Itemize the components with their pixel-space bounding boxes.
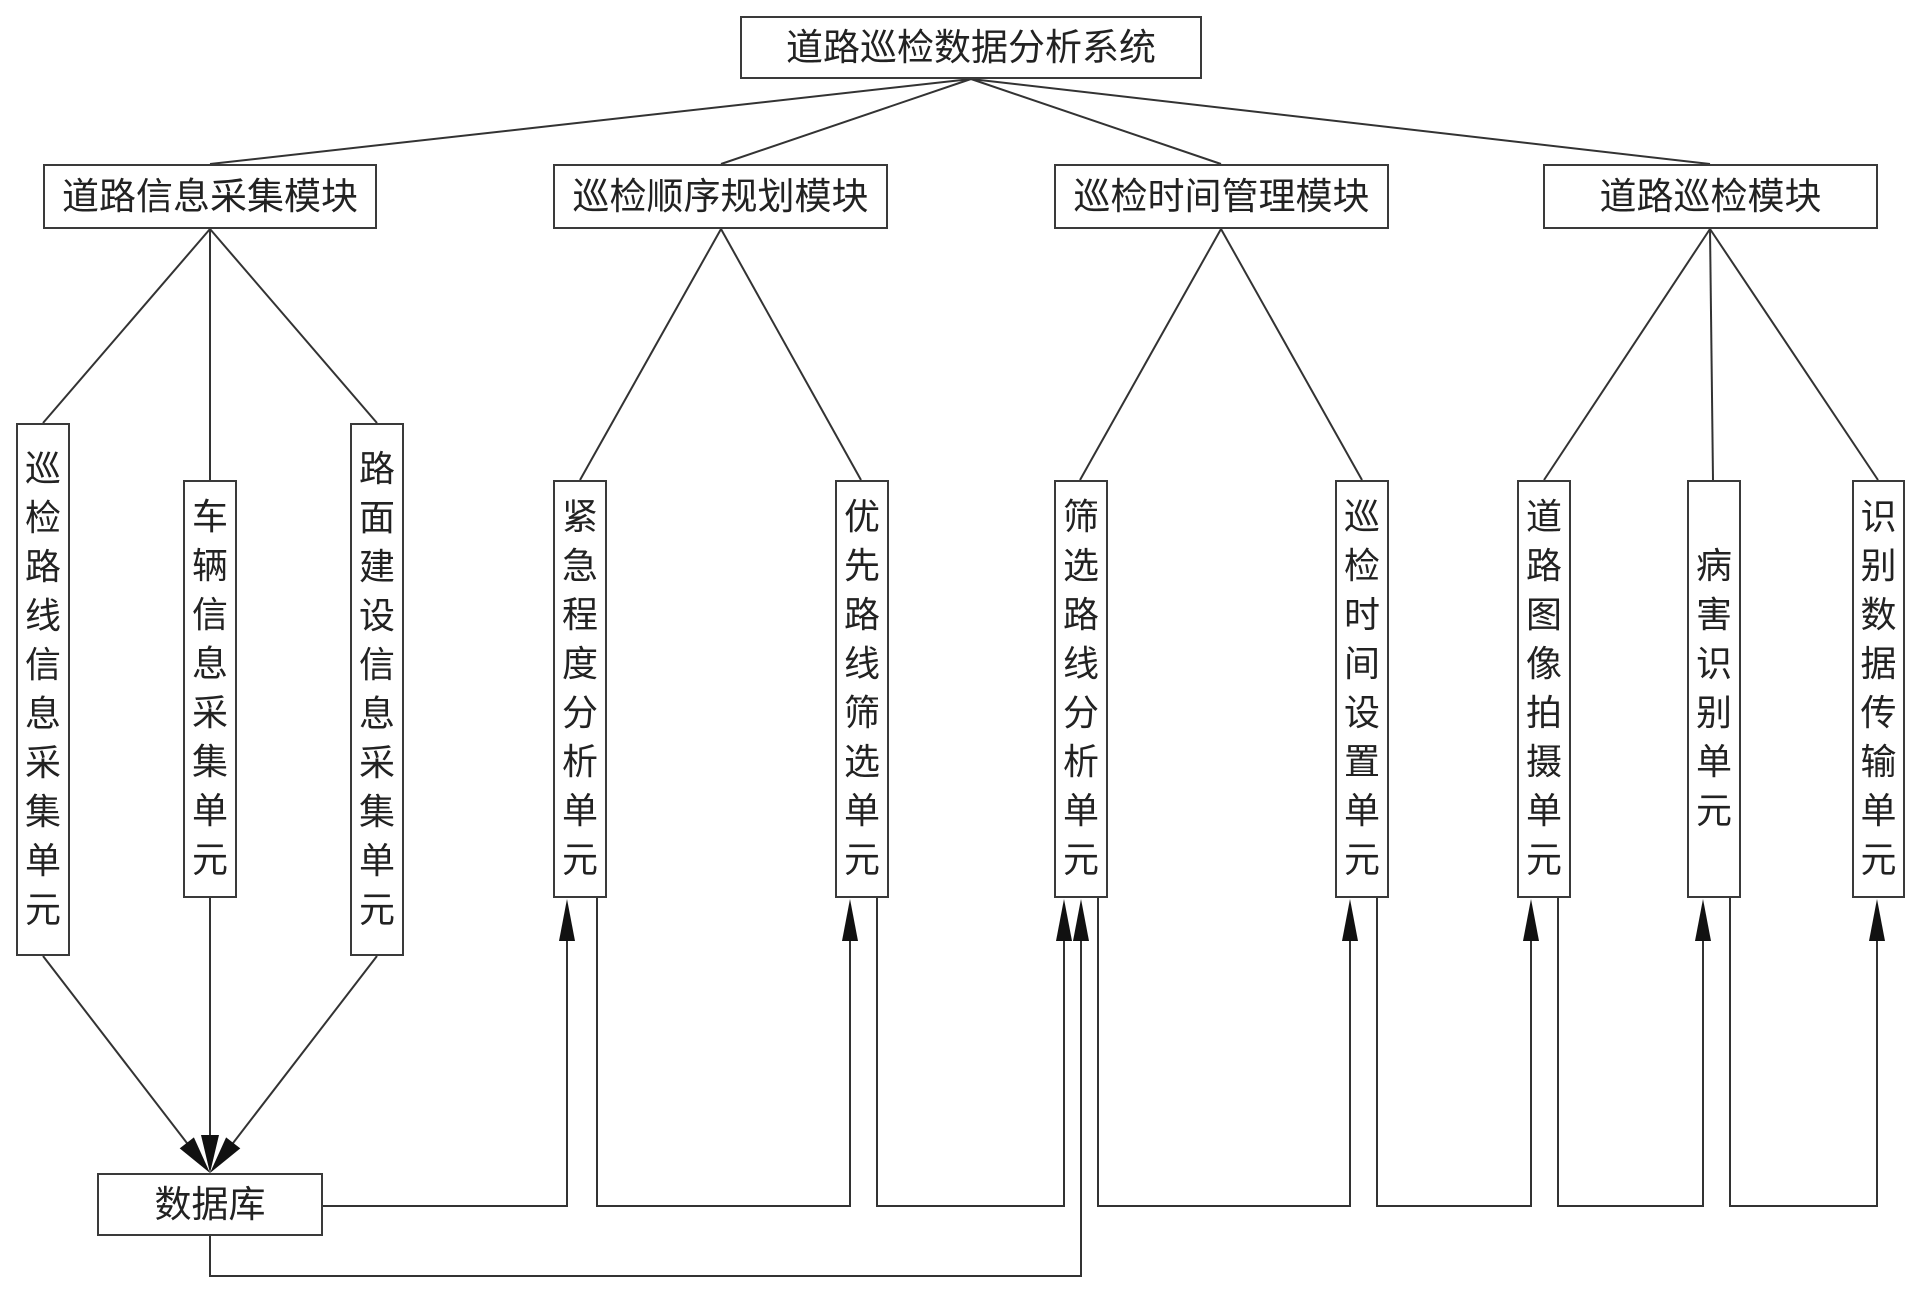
edge-priority-route-to-route-analysis-unit: [876, 898, 1065, 1207]
arrowhead-into-defect-recognition-unit: [1695, 899, 1711, 941]
arrowhead-into-image-capture-unit: [1523, 899, 1539, 941]
arrowhead-into-time-setting-unit: [1342, 899, 1358, 941]
unit-defect-recognition: 病害识别单元: [1687, 480, 1741, 898]
arrowhead-pavement-info-to-database: [210, 1137, 241, 1173]
unit-label: 优先路线筛选单元: [843, 497, 880, 881]
unit-vehicle-info-collection: 车辆信息采集单元: [183, 480, 237, 898]
unit-label: 巡检时间设置单元: [1343, 497, 1380, 881]
edge-system-to-road-info-module: [209, 78, 972, 165]
edge-time-setting-to-image-capture-unit: [1376, 898, 1532, 1207]
unit-label: 筛选路线分析单元: [1062, 497, 1099, 881]
module-label: 道路巡检模块: [1599, 175, 1822, 218]
arrowhead-vehicle-info-to-database: [201, 1135, 219, 1173]
unit-road-image-capture: 道路图像拍摄单元: [1517, 480, 1571, 898]
unit-label: 识别数据传输单元: [1860, 497, 1897, 881]
module-label: 巡检时间管理模块: [1073, 175, 1370, 218]
module-inspection-order-planning: 巡检顺序规划模块: [553, 164, 888, 229]
unit-pavement-construction-info-collection: 路面建设信息采集单元: [350, 423, 404, 956]
edge-module1-to-route-info-unit: [42, 228, 211, 424]
module-road-info-collection: 道路信息采集模块: [43, 164, 377, 229]
edge-module3-to-route-analysis-unit: [1079, 228, 1222, 481]
module-road-inspection: 道路巡检模块: [1543, 164, 1878, 229]
edge-module4-to-image-capture-unit: [1543, 228, 1711, 481]
arrowhead-into-route-analysis-unit-a: [1056, 899, 1072, 941]
unit-label: 巡检路线信息采集单元: [24, 448, 61, 931]
edge-module4-to-data-transmission-unit: [1709, 228, 1879, 481]
unit-route-info-collection: 巡检路线信息采集单元: [16, 423, 70, 956]
arrowhead-into-data-transmission-unit: [1869, 899, 1885, 941]
edge-route-analysis-to-time-setting-unit: [1097, 898, 1351, 1207]
edge-database-to-urgency-unit: [323, 935, 568, 1207]
module-label: 巡检顺序规划模块: [572, 175, 869, 218]
edge-urgency-to-priority-route-unit: [596, 898, 851, 1207]
edge-route-info-unit-to-database: [42, 955, 191, 1148]
edge-database-to-route-analysis-unit: [209, 935, 1082, 1277]
arrowhead-into-route-analysis-unit-b: [1073, 899, 1089, 941]
unit-urgency-analysis: 紧急程度分析单元: [553, 480, 607, 898]
unit-label: 紧急程度分析单元: [561, 497, 598, 881]
edge-module1-to-pavement-info-unit: [209, 228, 378, 424]
edge-system-to-road-inspection-module: [970, 78, 1711, 165]
unit-recognition-data-transmission: 识别数据传输单元: [1852, 480, 1905, 898]
edge-module2-to-urgency-unit: [579, 228, 722, 481]
arrowhead-into-urgency-unit: [559, 899, 575, 941]
system-title-box: 道路巡检数据分析系统: [740, 16, 1202, 79]
unit-priority-route-screening: 优先路线筛选单元: [835, 480, 889, 898]
system-title: 道路巡检数据分析系统: [786, 26, 1156, 69]
arrowhead-into-priority-route-unit: [842, 899, 858, 941]
edge-system-to-order-planning-module: [720, 78, 972, 165]
database-label: 数据库: [154, 1183, 266, 1226]
unit-label: 道路图像拍摄单元: [1525, 497, 1562, 881]
edge-module2-to-priority-route-unit: [720, 228, 862, 481]
edge-image-capture-to-defect-recognition-unit: [1557, 898, 1704, 1207]
edge-module4-to-defect-recognition-unit: [1709, 228, 1714, 481]
edge-defect-recognition-to-data-transmission-unit: [1729, 898, 1878, 1207]
unit-inspection-time-setting: 巡检时间设置单元: [1335, 480, 1389, 898]
edge-system-to-time-management-module: [970, 78, 1222, 165]
unit-label: 路面建设信息采集单元: [358, 448, 395, 931]
unit-screened-route-analysis: 筛选路线分析单元: [1054, 480, 1108, 898]
unit-label: 车辆信息采集单元: [191, 497, 228, 881]
database-box: 数据库: [97, 1173, 323, 1236]
arrowhead-route-info-to-database: [179, 1137, 210, 1173]
edge-pavement-info-unit-to-database: [229, 955, 378, 1148]
unit-label: 病害识别单元: [1695, 546, 1732, 832]
module-inspection-time-management: 巡检时间管理模块: [1054, 164, 1389, 229]
edge-module3-to-time-setting-unit: [1220, 228, 1363, 481]
module-label: 道路信息采集模块: [62, 175, 358, 218]
